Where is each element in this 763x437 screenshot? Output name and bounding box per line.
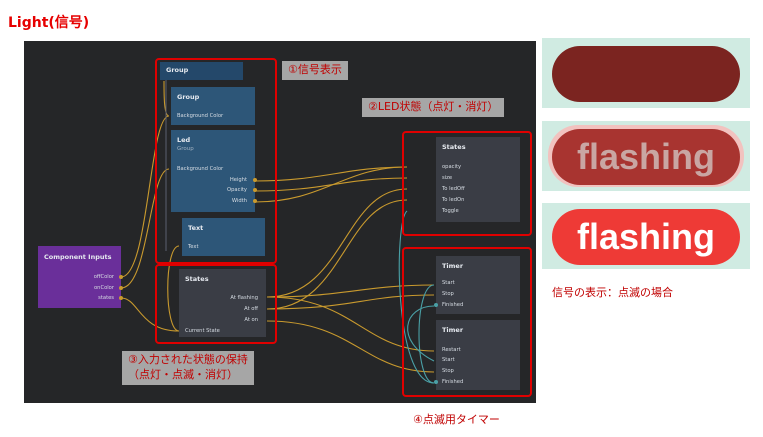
port-at-off[interactable]: At off	[244, 306, 258, 312]
port-opacity[interactable]: Opacity	[227, 187, 247, 193]
port-text[interactable]: Text	[188, 244, 199, 250]
led-faded-pill: flashing	[552, 129, 740, 185]
wire-off-stop	[266, 294, 435, 310]
states-hold-node[interactable]: States At flashing At off At on Current …	[179, 269, 266, 337]
page-title: Light(信号)	[8, 15, 90, 31]
port-dot[interactable]	[119, 286, 123, 290]
wire-group-child	[163, 80, 170, 117]
port-finished[interactable]: Finished	[442, 379, 464, 385]
wire-oncolor-led-bg	[120, 168, 170, 289]
wire-timer1-finished	[407, 305, 435, 362]
port-dot[interactable]	[253, 199, 257, 203]
port-to-ledon[interactable]: To ledOn	[442, 197, 465, 203]
callout-state-hold-line1: ③入力された状態の保持	[128, 353, 248, 366]
led-off-pill	[552, 46, 740, 102]
port-at-flashing[interactable]: At flashing	[230, 295, 258, 301]
port-size[interactable]: size	[442, 175, 453, 181]
port-toggle[interactable]: Toggle	[442, 208, 459, 214]
group-inner-node[interactable]: Group Background Color	[171, 87, 255, 125]
node-title: Text	[188, 224, 204, 232]
port-at-on[interactable]: At on	[244, 317, 258, 323]
port-background-color[interactable]: Background Color	[177, 113, 224, 119]
port-offcolor[interactable]: offColor	[93, 274, 114, 280]
port-stop[interactable]: Stop	[442, 291, 454, 297]
node-title: States	[185, 275, 209, 283]
node-title: Led	[177, 136, 191, 144]
annotation-box-led-state	[402, 131, 532, 236]
led-node[interactable]: Led Group Background Color Height Opacit…	[171, 130, 257, 212]
port-dot[interactable]	[434, 380, 438, 384]
component-inputs-node[interactable]: Component Inputs offColor onColor states	[38, 246, 123, 308]
port-start[interactable]: Start	[442, 280, 455, 286]
preview-led-on: flashing	[542, 203, 750, 269]
callout-led-state: ②LED状態（点灯・消灯）	[362, 98, 505, 117]
port-background-color[interactable]: Background Color	[177, 166, 224, 172]
wire-states-currentstate	[120, 297, 180, 332]
node-title: Timer	[442, 262, 464, 270]
port-width[interactable]: Width	[231, 198, 247, 204]
port-current-state[interactable]: Current State	[185, 328, 220, 334]
wire-aton-ledon	[266, 199, 408, 310]
callout-state-hold-line2: （点灯・点滅・消灯）	[128, 367, 238, 381]
led-on-pill: flashing	[552, 209, 740, 265]
wire-state-text	[167, 245, 180, 332]
port-oncolor[interactable]: onColor	[93, 285, 114, 291]
node-subtitle: Group	[177, 146, 194, 152]
preview-caption: 信号の表示：点滅の場合	[552, 286, 673, 299]
wire-offcolor-group-bg	[120, 115, 170, 278]
port-dot[interactable]	[253, 178, 257, 182]
wire-flash-start	[266, 284, 435, 298]
node-title: Timer	[442, 326, 464, 334]
port-dot[interactable]	[253, 188, 257, 192]
preview-led-faded: flashing	[542, 121, 750, 191]
port-opacity[interactable]: opacity	[442, 164, 462, 170]
node-title: Group	[177, 93, 200, 101]
node-title: Group	[166, 66, 189, 74]
port-states[interactable]: states	[98, 295, 114, 301]
callout-flash-timer: ④点滅用タイマー	[413, 413, 500, 426]
wire-flash-restart	[266, 296, 435, 352]
connection-wires	[120, 79, 435, 384]
wire-on-stop2	[266, 320, 435, 373]
group-outer-node[interactable]: Group	[160, 62, 243, 80]
port-dot[interactable]	[434, 303, 438, 307]
node-title: Component Inputs	[44, 253, 112, 261]
port-dot[interactable]	[119, 296, 123, 300]
timer2-node[interactable]: Timer Restart Start Stop Finished	[434, 320, 520, 390]
preview-led-off	[542, 38, 750, 108]
callout-signal-display: ①信号表示	[282, 61, 348, 80]
port-stop[interactable]: Stop	[442, 368, 454, 374]
annotation-box-signal-display	[155, 58, 277, 264]
callout-state-hold: ③入力された状態の保持 （点灯・点滅・消灯）	[122, 351, 254, 385]
port-finished[interactable]: Finished	[442, 302, 464, 308]
text-node[interactable]: Text Text	[182, 218, 265, 256]
annotation-box-flash-timer	[402, 247, 532, 397]
wire-width	[254, 166, 408, 203]
port-start[interactable]: Start	[442, 357, 455, 363]
port-restart[interactable]: Restart	[442, 347, 461, 353]
node-title: States	[442, 143, 466, 151]
wire-timer2-start1	[418, 284, 435, 384]
annotation-box-state-hold	[155, 264, 277, 344]
wire-atoff-ledoff	[266, 188, 408, 298]
port-height[interactable]: Height	[229, 177, 247, 183]
timer1-node[interactable]: Timer Start Stop Finished	[434, 256, 520, 314]
port-dot[interactable]	[119, 275, 123, 279]
states-led-node[interactable]: States opacity size To ledOff To ledOn T…	[436, 137, 520, 222]
port-to-ledoff[interactable]: To ledOff	[442, 186, 465, 192]
